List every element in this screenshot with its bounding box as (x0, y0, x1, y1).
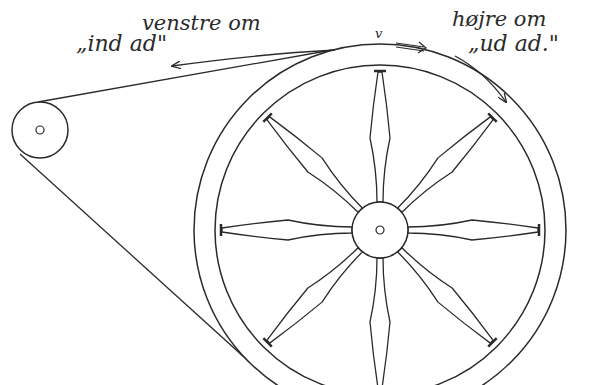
pulley-axle (36, 126, 44, 134)
direction-arrow (455, 56, 506, 102)
direction-arrow (172, 50, 335, 66)
direction-label: „ud ad." (468, 32, 559, 56)
direction-arrow (396, 43, 424, 51)
direction-label: „ind ad" (76, 32, 167, 56)
spoked-wheel (194, 44, 566, 385)
direction-label: højre om (452, 8, 546, 31)
mark-label: v (375, 27, 382, 41)
pulley (12, 102, 68, 158)
